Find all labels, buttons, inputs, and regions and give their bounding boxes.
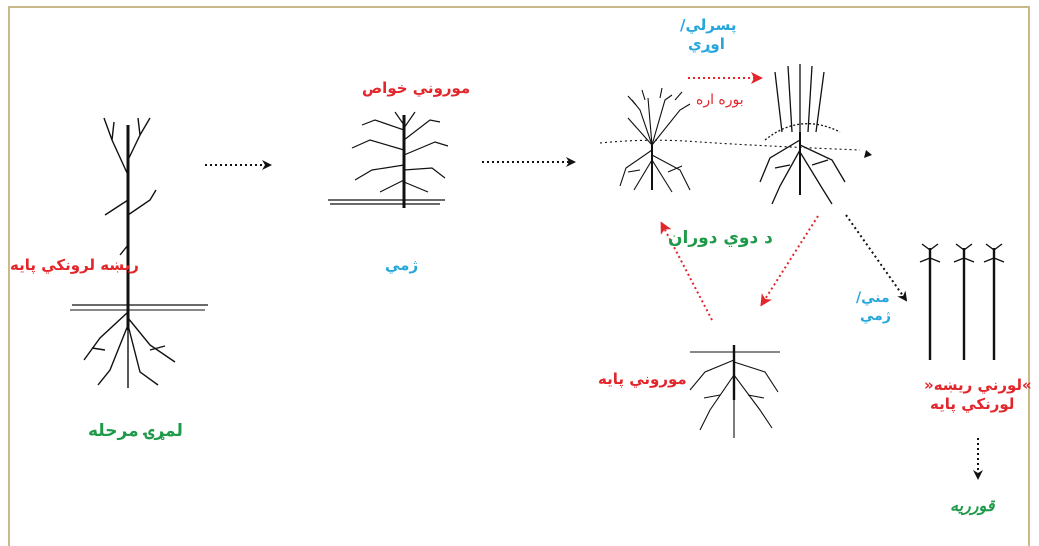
two-years-label: بوره اره	[696, 92, 744, 108]
spring-autumn-label-2: اوړي	[688, 35, 725, 53]
diagram-frame	[8, 6, 1030, 546]
small-black-mark	[864, 150, 872, 158]
mother-base-roots	[689, 345, 780, 438]
winter-label-left: ژمي	[385, 256, 419, 274]
bushy-stool	[599, 87, 861, 193]
autumn-winter-label-2: ژمي	[860, 308, 891, 324]
rooted-label-1: »لورني ريښه«	[924, 376, 1032, 394]
upright-shoots-stool	[759, 64, 846, 205]
arrow-red-down	[760, 215, 819, 307]
rootstock-twig-label: ريښه لرونکي پايه	[10, 256, 139, 274]
mother-properties-label: موروني خواص	[362, 79, 471, 97]
spring-autumn-label-1: پسرلي/	[680, 16, 737, 34]
arrow-red-up	[660, 221, 713, 321]
second-cycle-label: د دوي دوران	[668, 228, 773, 248]
first-stage-label: لمړۍ مرحله	[88, 421, 183, 441]
mound-plant	[328, 111, 449, 208]
mother-base-label: موروني پايه	[598, 370, 687, 388]
young-rootstock-plant	[70, 117, 208, 388]
rooted-label-2: لورنکي پايه	[930, 395, 1015, 413]
rooted-cuttings	[919, 243, 1005, 360]
nursery-label: قورريه	[950, 496, 995, 515]
autumn-winter-label-1: مني/	[856, 290, 890, 306]
arrow-to-cuttings	[845, 214, 908, 302]
